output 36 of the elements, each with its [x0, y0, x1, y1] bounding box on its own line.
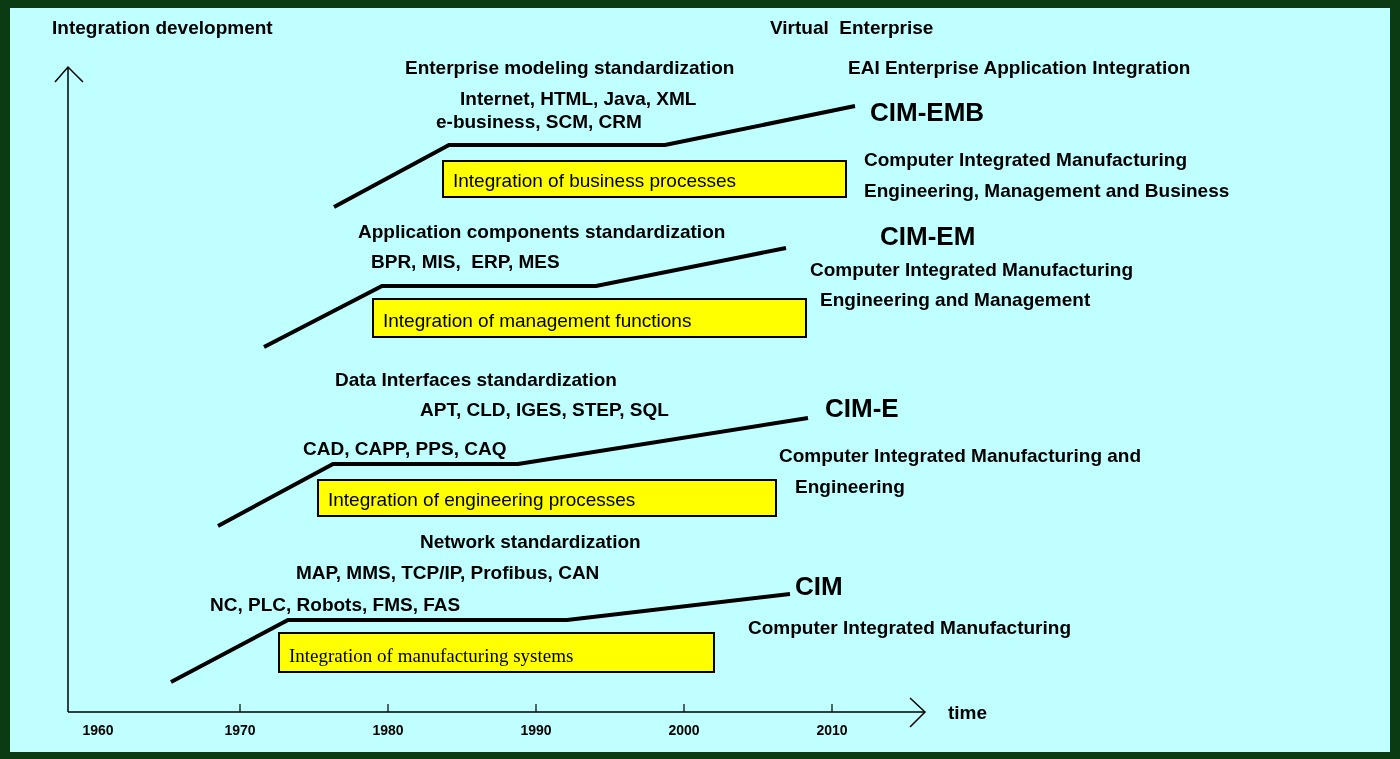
stage-title: CIM-EMB [870, 97, 985, 127]
label-text: Data Interfaces standardization [335, 369, 617, 391]
label-text: Engineering [795, 476, 905, 498]
label-text: Engineering and Management [820, 289, 1091, 311]
label-text: Computer Integrated Manufacturing [864, 149, 1187, 171]
label-text: EAI Enterprise Application Integration [848, 57, 1191, 79]
label-text: Enterprise modeling standardization [405, 57, 735, 79]
label-text: Computer Integrated Manufacturing and [779, 445, 1142, 467]
stage-title: CIM [795, 571, 843, 601]
label-text: Internet, HTML, Java, XML [460, 88, 697, 110]
process-box: Integration of management functions [372, 298, 807, 338]
label-text: Engineering, Management and Business [864, 180, 1230, 202]
label-text: CAD, CAPP, PPS, CAQ [303, 438, 507, 460]
axis-label: time [948, 702, 988, 724]
process-box: Integration of manufacturing systems [278, 632, 715, 673]
tick-label: 1990 [520, 721, 552, 740]
tick-label: 1960 [82, 721, 114, 740]
label-text: Application components standardization [358, 221, 726, 243]
label-text: Computer Integrated Manufacturing [748, 617, 1071, 639]
label-text: BPR, MIS, ERP, MES [371, 251, 560, 273]
label-text: Network standardization [420, 531, 641, 553]
tick-label: 1970 [224, 721, 256, 740]
tick-label: 2010 [816, 721, 848, 740]
tick-label: 2000 [668, 721, 700, 740]
label-text: Integration development [52, 17, 273, 39]
stage-title: CIM-E [825, 393, 899, 423]
process-box: Integration of business processes [442, 160, 847, 198]
tick-label: 1980 [372, 721, 404, 740]
label-text: Virtual Enterprise [770, 17, 934, 39]
stage-title: CIM-EM [880, 221, 976, 251]
label-text: MAP, MMS, TCP/IP, Profibus, CAN [296, 562, 600, 584]
label-text: Computer Integrated Manufacturing [810, 259, 1133, 281]
label-text: APT, CLD, IGES, STEP, SQL [420, 399, 669, 421]
label-text: NC, PLC, Robots, FMS, FAS [210, 594, 461, 616]
label-text: e-business, SCM, CRM [436, 111, 642, 133]
process-box: Integration of engineering processes [317, 479, 777, 517]
